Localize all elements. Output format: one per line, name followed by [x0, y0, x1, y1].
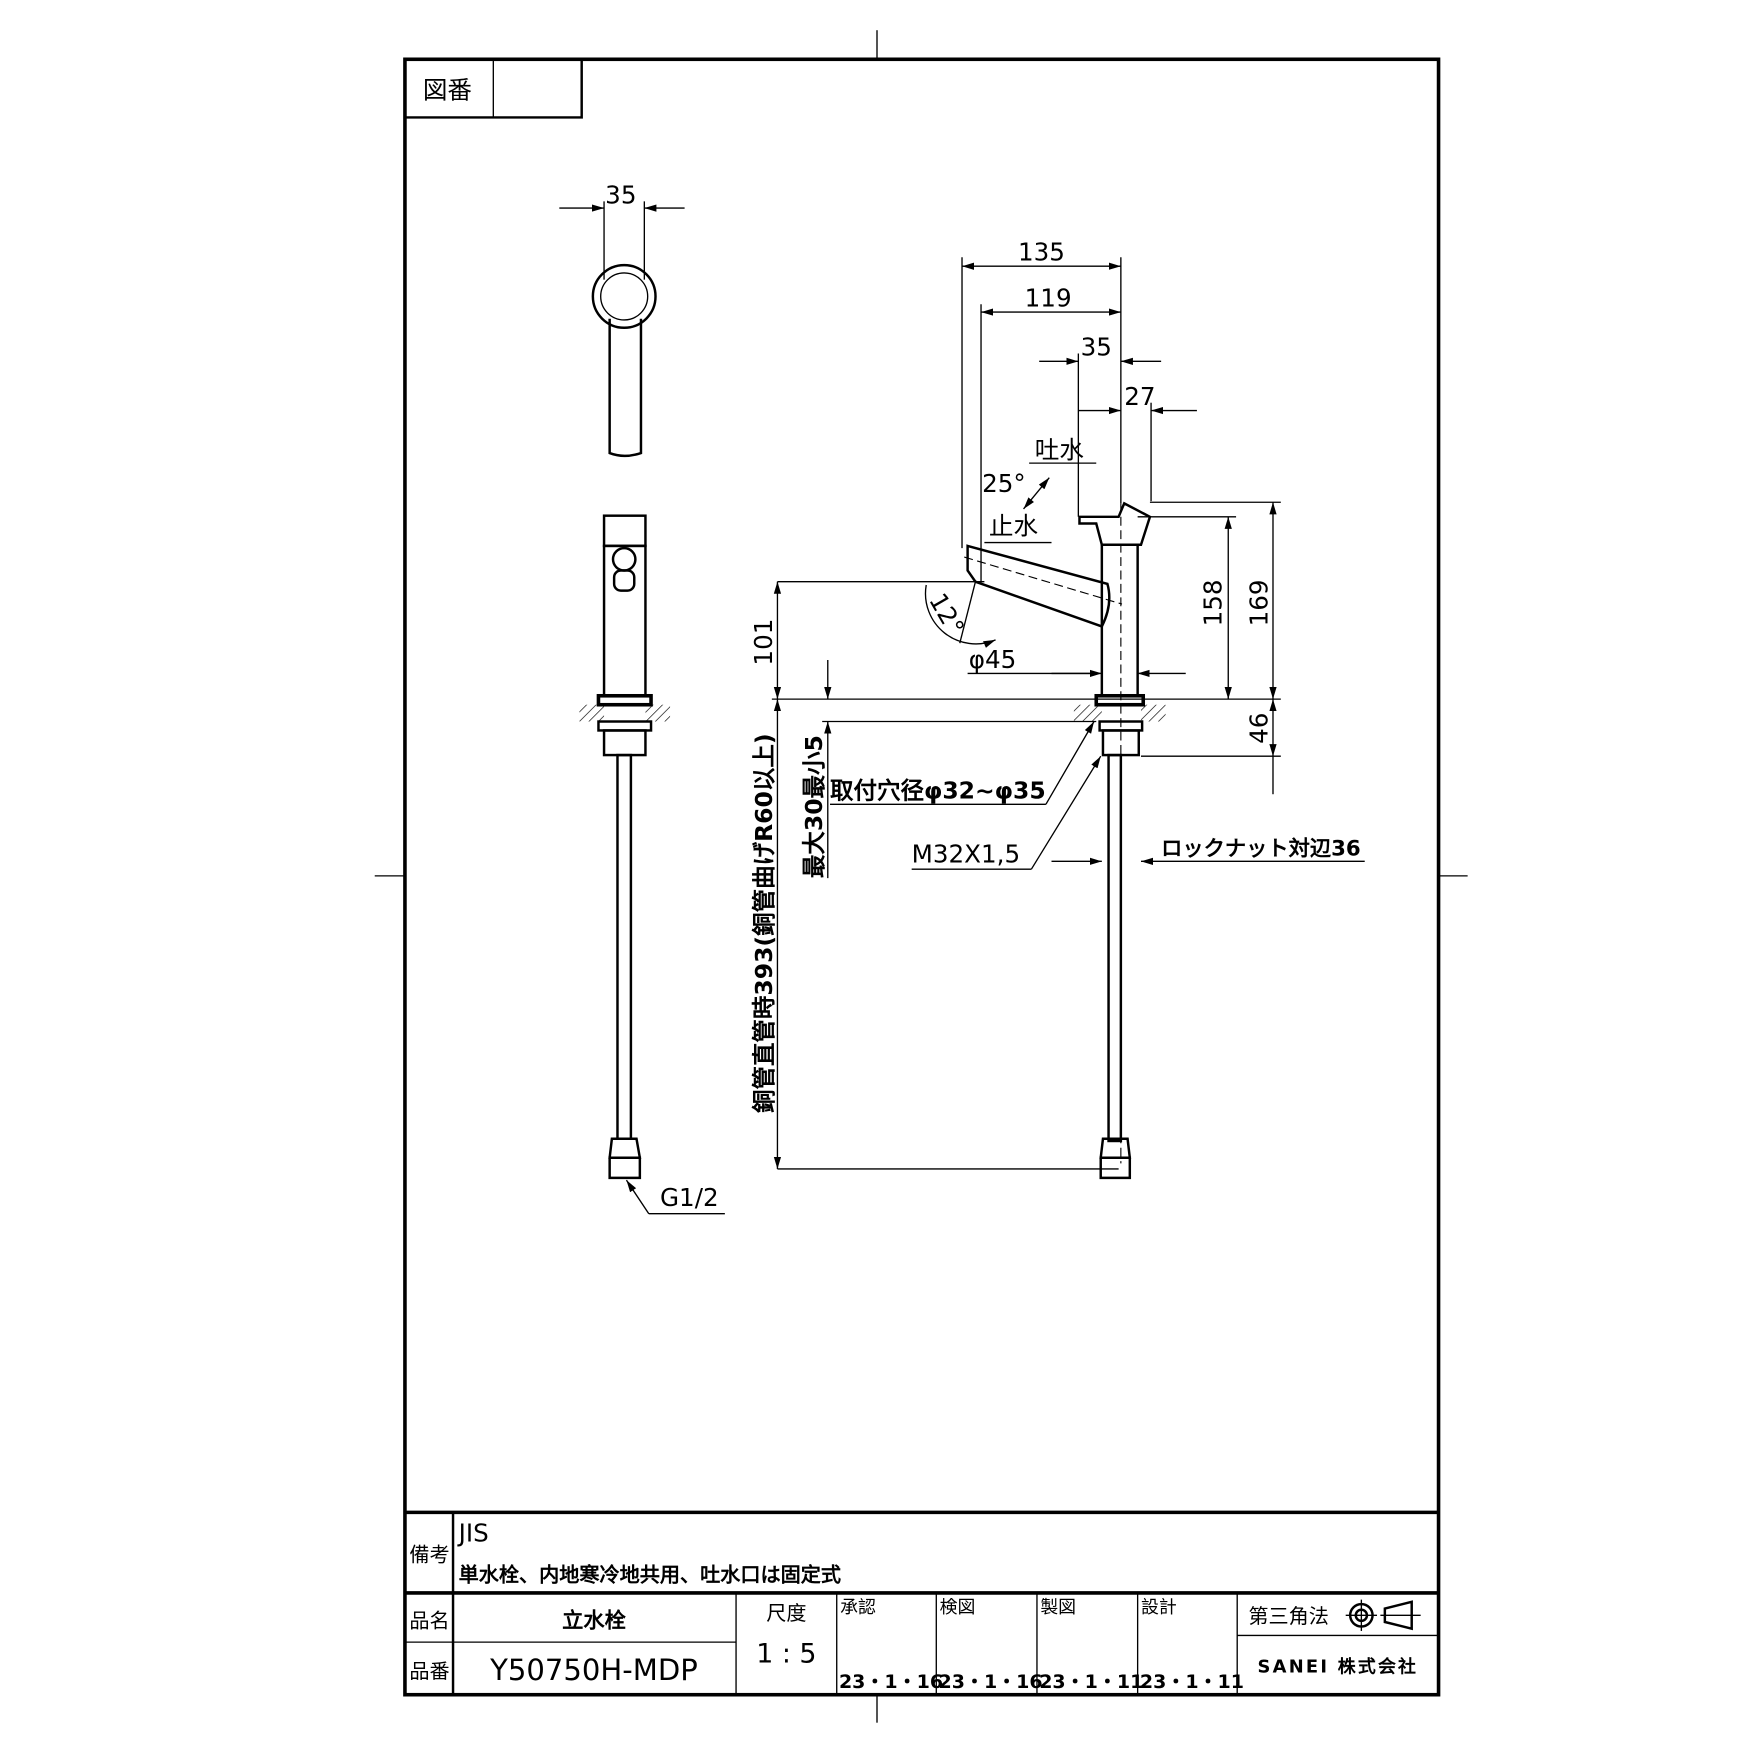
front-view: G1/2 — [579, 514, 725, 1215]
dim-counter-thickness: 最大30最小5 — [800, 735, 828, 878]
label-thread: M32X1,5 — [912, 839, 1020, 868]
dim-pipe-length: 銅管直管時393(銅管曲げR60以上) — [750, 733, 778, 1113]
dimensions: 135 119 35 27 吐水 25° 止水 12° φ45 158 169 — [749, 238, 1365, 1170]
dim-158: 158 — [1199, 579, 1228, 626]
remarks-line-2: 単水栓、内地寒冷地共用、吐水口は固定式 — [459, 1563, 841, 1587]
connection-label: G1/2 — [660, 1183, 719, 1212]
dim-46: 46 — [1244, 713, 1273, 744]
top-view: 35 — [559, 181, 685, 458]
name-label: 品名 — [409, 1609, 449, 1633]
number-label: 品番 — [409, 1659, 449, 1683]
approval-date: 23・1・11 — [1140, 1671, 1244, 1693]
dim-35: 35 — [1081, 333, 1112, 362]
label-mount-hole: 取付穴径φ32~φ35 — [830, 777, 1046, 805]
dim-27: 27 — [1124, 382, 1155, 411]
remarks-label: 備考 — [409, 1543, 449, 1567]
projection-label: 第三角法 — [1248, 1604, 1329, 1628]
angle-25: 25° — [982, 469, 1026, 498]
approval-label: 設計 — [1141, 1597, 1177, 1618]
third-angle-projection-icon — [1345, 1599, 1421, 1631]
product-name: 立水栓 — [562, 1608, 627, 1634]
label-spout-off: 止水 — [989, 512, 1038, 541]
approval-date: 23・1・11 — [1039, 1671, 1143, 1693]
dim-135: 135 — [1018, 238, 1065, 267]
label-locknut: ロックナット対辺36 — [1161, 837, 1361, 862]
dim-top-width: 35 — [605, 181, 636, 210]
drawing-frame: 図番 — [374, 30, 1468, 1723]
scale-value: 1 : 5 — [756, 1638, 816, 1669]
product-number: Y50750H-MDP — [489, 1653, 698, 1687]
label-spout-on: 吐水 — [1035, 436, 1084, 465]
drawing-number-label: 図番 — [423, 75, 472, 104]
side-view — [964, 501, 1166, 1180]
company-name: SANEI 株式会社 — [1258, 1655, 1419, 1677]
approval-date: 23・1・16 — [839, 1671, 943, 1693]
dim-101: 101 — [749, 619, 778, 666]
approval-label: 検図 — [940, 1597, 976, 1618]
approval-label: 承認 — [840, 1597, 876, 1618]
dim-dia-45: φ45 — [969, 645, 1017, 674]
remarks-line-1: JIS — [457, 1518, 489, 1547]
scale-label: 尺度 — [766, 1601, 806, 1625]
dim-169: 169 — [1244, 579, 1273, 626]
dim-119: 119 — [1025, 284, 1072, 313]
title-block: 備考 JIS 単水栓、内地寒冷地共用、吐水口は固定式 品名 立水栓 品番 Y50… — [404, 1510, 1439, 1695]
approval-date: 23・1・16 — [939, 1671, 1043, 1693]
approval-label: 製図 — [1040, 1597, 1076, 1618]
